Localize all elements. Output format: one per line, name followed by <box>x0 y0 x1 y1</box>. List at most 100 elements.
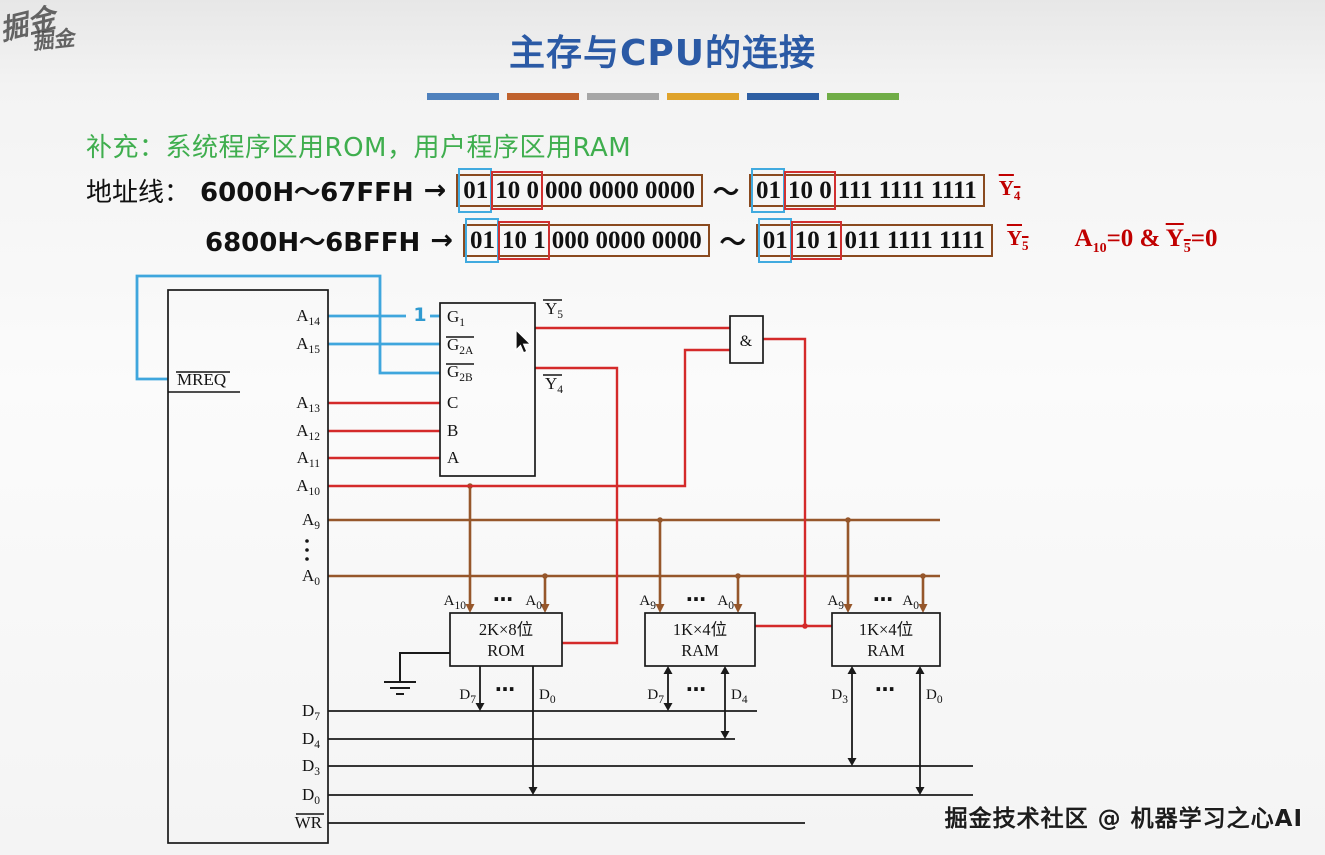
decoder-output-y5: Y5 <box>545 299 563 321</box>
ram1-pin-d4: D4 <box>731 687 748 706</box>
cpu-pin-d4: D4 <box>302 729 320 751</box>
hex-range: 6800H～6BFFH <box>205 228 421 258</box>
overline-marks <box>168 299 562 815</box>
ram2-type-label: RAM <box>867 641 905 660</box>
page-title: 主存与CPU的连接 <box>508 33 817 74</box>
cpu-pin-a15: A15 <box>296 334 320 356</box>
select-wires <box>328 326 832 645</box>
accent-bar <box>586 93 659 100</box>
cpu-pin-a0: A0 <box>302 566 320 588</box>
circuit-diagram: A14 A15 MREQ A13 A12 A11 A10 A9 A0 D7 D4… <box>135 274 973 844</box>
accent-bar <box>746 93 819 100</box>
ram1-type-label: RAM <box>681 641 719 660</box>
cpu-pin-mreq: MREQ <box>177 370 226 389</box>
ellipsis: … <box>686 582 706 606</box>
hex-range: 6000H～67FFH <box>200 178 414 208</box>
vertical-ellipsis <box>305 539 309 561</box>
rom-pin-d0: D0 <box>539 687 556 706</box>
rom-type-label: ROM <box>487 641 525 660</box>
ram1-pin-d7: D7 <box>647 687 664 706</box>
bits-a10-a0: 000 0000 0000 <box>544 177 695 204</box>
and-gate-box <box>729 315 764 364</box>
bits-a13-a11: 10 1 <box>497 221 550 260</box>
cpu-pin-a12: A12 <box>296 421 320 443</box>
address-line-label: 地址线： <box>86 178 191 208</box>
data-wires <box>328 666 973 824</box>
arrow-glyph: → <box>423 175 447 206</box>
supplement-note: 补充：系统程序区用ROM，用户程序区用RAM <box>86 133 632 163</box>
accent-bar <box>826 93 899 100</box>
ram2-chip-box <box>831 612 941 667</box>
ram1-chip-box <box>644 612 756 667</box>
accent-bar <box>506 93 579 100</box>
rom-capacity-label: 2K×8位 <box>479 620 533 639</box>
enable-wires <box>135 274 440 381</box>
select-signal-y4: Y4 <box>998 176 1021 204</box>
cpu-pin-a9: A9 <box>302 510 320 532</box>
decoder-box <box>439 302 536 477</box>
ram2-pin-a0: A0 <box>902 593 919 612</box>
ram2-pin-a9: A9 <box>827 593 844 612</box>
address-bus-wires <box>328 486 940 608</box>
decoder-output-y4: Y4 <box>545 374 563 396</box>
bits-a10-a0: 000 0000 0000 <box>551 227 702 254</box>
address-bus-arrowheads <box>465 483 928 613</box>
decoder-pin-b: B <box>447 421 458 440</box>
cpu-pin-wr: WR <box>295 813 323 832</box>
accent-bar <box>666 93 739 100</box>
decoder-pin-g2a: G2A <box>447 335 474 357</box>
bits-a10-a0: 011 1111 1111 <box>844 227 985 254</box>
decoder-pin-c: C <box>447 393 458 412</box>
bits-a15-a14: 01 <box>757 218 792 263</box>
bits-a10-a0: 111 1111 1111 <box>837 177 977 204</box>
decoder-pin-g1: G1 <box>447 307 465 329</box>
ram2-capacity-label: 1K×4位 <box>859 620 913 639</box>
ram1-capacity-label: 1K×4位 <box>673 620 727 639</box>
cpu-pin-a13: A13 <box>296 393 320 415</box>
ram2-pin-d0: D0 <box>926 687 943 706</box>
cpu-pin-d7: D7 <box>302 701 320 723</box>
decoder-pin-a: A <box>447 448 460 467</box>
select-signal-y5: Y5 <box>1006 226 1029 254</box>
rom-pin-a0: A0 <box>525 593 542 612</box>
tilde: ～ <box>712 178 739 208</box>
data-arrowheads <box>475 666 925 795</box>
bits-a15-a14: 01 <box>751 168 785 213</box>
accent-bars <box>0 93 1325 100</box>
ram1-pin-a9: A9 <box>639 593 656 612</box>
mouse-cursor <box>515 328 532 354</box>
rom-chip-box <box>449 612 563 667</box>
enable-condition: A10=0 & Y5=0 <box>1074 224 1218 256</box>
cpu-pin-a14: A14 <box>296 306 320 328</box>
ram1-pin-a0: A0 <box>717 593 734 612</box>
ellipsis: … <box>495 672 515 696</box>
bits-a13-a11: 10 0 <box>784 171 836 210</box>
cpu-pin-d0: D0 <box>302 785 320 807</box>
ellipsis: … <box>493 582 513 606</box>
cpu-pin-a11: A11 <box>297 448 321 470</box>
logic-one-label: 1 <box>413 304 426 326</box>
rom-pin-d7: D7 <box>459 687 476 706</box>
ground-symbol <box>384 652 450 695</box>
wire-junction <box>802 623 808 629</box>
watermark: 掘金技术社区 @ 机器学习之心AI <box>944 806 1303 832</box>
cpu-pin-a10: A10 <box>296 476 320 498</box>
tilde: ～ <box>719 228 746 258</box>
bits-a13-a11: 10 0 <box>491 171 543 210</box>
bits-a15-a14: 01 <box>464 218 499 263</box>
bits-a15-a14: 01 <box>458 168 493 213</box>
cpu-pin-d3: D3 <box>302 756 320 778</box>
ellipsis: … <box>875 672 895 696</box>
cpu-box <box>167 289 329 844</box>
bits-a13-a11: 10 1 <box>790 221 843 260</box>
accent-bar <box>426 93 499 100</box>
ellipsis: … <box>873 582 893 606</box>
arrow-glyph: → <box>430 225 453 256</box>
ellipsis: … <box>686 672 706 696</box>
